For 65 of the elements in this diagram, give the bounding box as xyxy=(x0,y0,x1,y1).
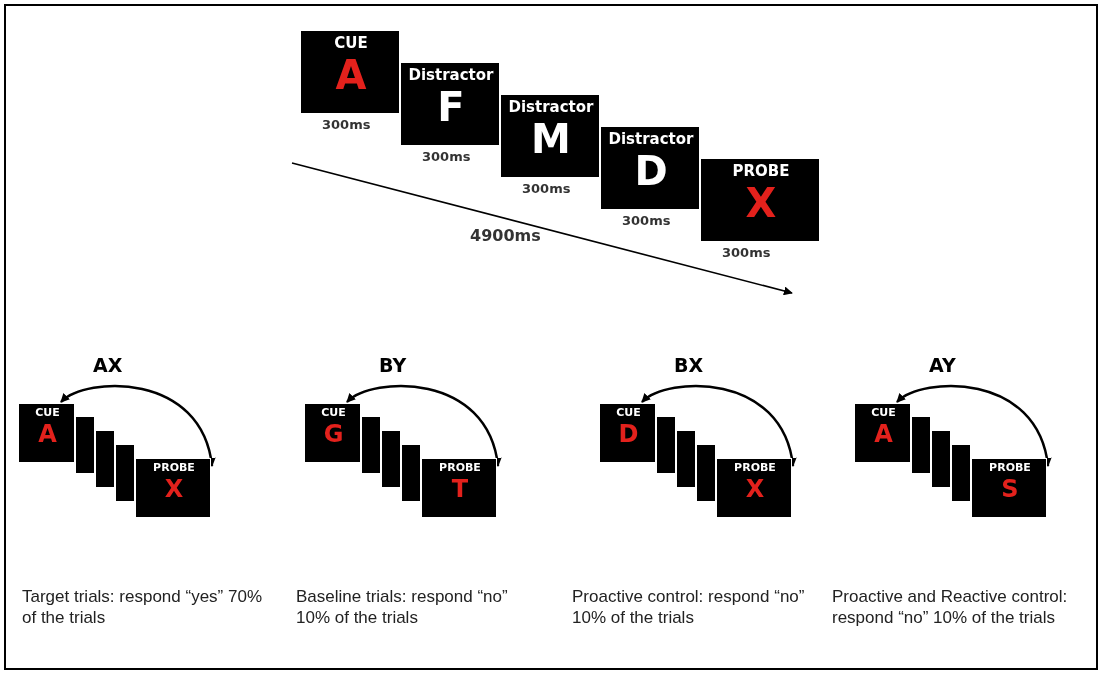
trial-description: Baseline trials: respond “no” 10% of the trials xyxy=(296,586,509,628)
stimulus-letter: F xyxy=(436,85,466,129)
screen-heading: PROBE xyxy=(988,461,1032,474)
curved-arrow xyxy=(60,384,215,467)
trial-description: Target trials: respond “yes” 70% of the trials xyxy=(22,586,262,628)
blank-screen xyxy=(951,444,971,502)
stimulus-screen xyxy=(716,458,792,518)
curved-arrow xyxy=(896,384,1051,467)
stimulus-letter: A xyxy=(37,420,58,448)
duration-label: 300ms xyxy=(422,149,471,164)
stimulus-screen xyxy=(304,403,361,463)
stimulus-letter: M xyxy=(530,117,572,161)
stimulus-letter: T xyxy=(450,475,470,503)
stimulus-letter: A xyxy=(334,53,368,97)
stimulus-screen xyxy=(600,126,700,210)
stimulus-letter: X xyxy=(163,475,185,503)
blank-screen xyxy=(75,416,95,474)
screen-heading: PROBE xyxy=(733,461,777,474)
screen-heading: CUE xyxy=(34,406,61,419)
duration-label: 300ms xyxy=(522,181,571,196)
curved-arrow xyxy=(641,384,796,467)
screen-heading: CUE xyxy=(870,406,897,419)
duration-label: 300ms xyxy=(722,245,771,260)
trial-description: Proactive control: respond “no” 10% of the trials xyxy=(572,586,806,628)
stimulus-screen xyxy=(400,62,500,146)
stimulus-letter: G xyxy=(322,420,345,448)
screen-heading: CUE xyxy=(615,406,642,419)
screen-heading: Distractor xyxy=(607,130,695,148)
blank-screen xyxy=(381,430,401,488)
stimulus-screen xyxy=(971,458,1047,518)
screen-heading: PROBE xyxy=(731,162,791,180)
screen-heading: CUE xyxy=(333,34,369,52)
blank-screen xyxy=(676,430,696,488)
blank-screen xyxy=(931,430,951,488)
stimulus-screen xyxy=(135,458,211,518)
duration-label: 300ms xyxy=(322,117,371,132)
blank-screen xyxy=(115,444,135,502)
duration-label: 4900ms xyxy=(470,226,541,245)
screen-heading: PROBE xyxy=(438,461,482,474)
stimulus-letter: X xyxy=(744,181,778,225)
blank-screen xyxy=(656,416,676,474)
stimulus-screen xyxy=(18,403,75,463)
trial-description: Proactive and Reactive control: respond “no” 10% of the trials xyxy=(832,586,1069,628)
stimulus-letter: A xyxy=(873,420,894,448)
duration-label: 300ms xyxy=(622,213,671,228)
screen-heading: Distractor xyxy=(407,66,495,84)
stimulus-screen xyxy=(500,94,600,178)
stimulus-screen xyxy=(300,30,400,114)
blank-screen xyxy=(95,430,115,488)
stimulus-letter: X xyxy=(744,475,766,503)
stimulus-screen xyxy=(854,403,911,463)
screen-heading: CUE xyxy=(320,406,347,419)
screen-heading: PROBE xyxy=(152,461,196,474)
stimulus-screen xyxy=(700,158,820,242)
stimulus-screen xyxy=(421,458,497,518)
curved-arrow xyxy=(346,384,501,467)
blank-screen xyxy=(401,444,421,502)
screen-heading: Distractor xyxy=(507,98,595,116)
blank-screen xyxy=(361,416,381,474)
stimulus-letter: S xyxy=(1000,475,1020,503)
blank-screen xyxy=(911,416,931,474)
stimulus-screen xyxy=(599,403,656,463)
blank-screen xyxy=(696,444,716,502)
stimulus-letter: D xyxy=(617,420,640,448)
stimulus-letter: D xyxy=(633,149,669,193)
